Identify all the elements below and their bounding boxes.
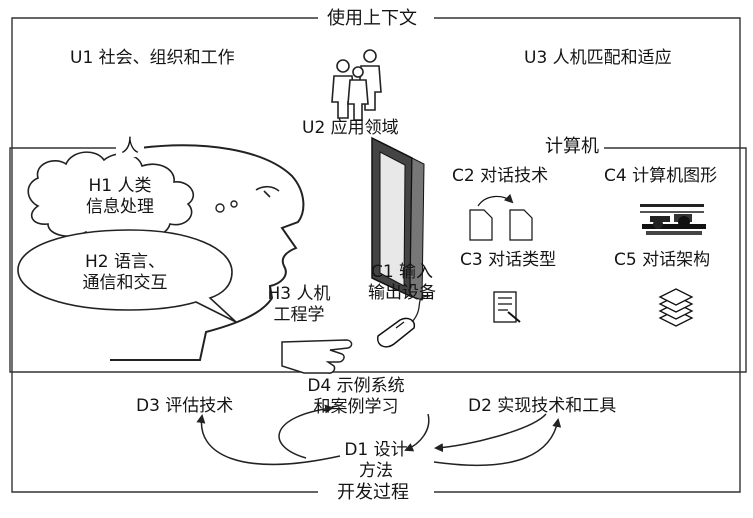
label-h3-line1: H3 人机 — [267, 284, 331, 304]
stacked-layers-icon — [658, 288, 694, 327]
label-h2-line2: 通信和交互 — [82, 273, 168, 293]
graphics-image-icon — [640, 204, 706, 235]
label-d4-line2: 和案例学习 — [313, 397, 399, 417]
label-u1: U1 社会、组织和工作 — [70, 48, 235, 68]
label-c5: C5 对话架构 — [614, 250, 711, 270]
arrow-d1-to-d2 — [433, 418, 562, 466]
inner-frame-left — [9, 147, 300, 373]
label-d3: D3 评估技术 — [136, 396, 234, 416]
label-d2: D2 实现技术和工具 — [468, 396, 617, 416]
label-h3-line2: 工程学 — [273, 305, 325, 325]
computer-title: 计算机 — [540, 136, 604, 157]
label-d4: D4 示例系统 和案例学习 — [296, 376, 416, 418]
label-d1: D1 设计 方法 — [332, 440, 420, 482]
label-h2-line1: H2 语言、 — [84, 252, 165, 272]
label-c1-line1: C1 输入 — [370, 262, 434, 282]
label-h1-line1: H1 人类 — [88, 176, 152, 196]
people-group-icon — [331, 49, 382, 121]
label-d1-line2: 方法 — [359, 461, 393, 481]
label-h1-line2: 信息处理 — [86, 197, 154, 217]
label-c1: C1 输入 输出设备 — [354, 262, 450, 304]
outer-frame — [11, 17, 318, 493]
label-h3: H3 人机 工程学 — [258, 284, 340, 326]
label-u2: U2 应用领域 — [302, 118, 399, 138]
label-h1: H1 人类 信息处理 — [60, 176, 180, 218]
hand-icon — [281, 339, 353, 374]
speech-bubble — [17, 229, 237, 323]
label-c1-line2: 输出设备 — [368, 283, 436, 303]
arrow-d4-to-d1 — [404, 413, 430, 452]
outer-frame-right — [434, 17, 741, 493]
human-eye — [255, 185, 280, 198]
mouse-icon — [377, 295, 431, 348]
label-d4-line1: D4 示例系统 — [307, 376, 405, 396]
arrow-d2-to-d1 — [434, 413, 547, 453]
form-document-icon — [493, 291, 521, 323]
document-transfer-icon — [469, 193, 533, 241]
label-c2: C2 对话技术 — [452, 166, 549, 186]
label-h2: H2 语言、 通信和交互 — [50, 252, 200, 294]
inner-frame-right — [300, 147, 747, 373]
human-title: 人 — [116, 136, 144, 157]
context-of-use-title: 使用上下文 — [322, 8, 422, 29]
monitor-icon — [371, 136, 425, 301]
arrow-d3-to-d1 — [196, 414, 341, 466]
arrow-d1-to-d4 — [278, 404, 334, 459]
label-d1-line1: D1 设计 — [344, 440, 408, 460]
label-c3: C3 对话类型 — [460, 250, 557, 270]
label-u3: U3 人机匹配和适应 — [524, 48, 672, 68]
label-c4: C4 计算机图形 — [604, 166, 718, 186]
development-process-title: 开发过程 — [332, 482, 414, 503]
human-head-profile — [110, 144, 305, 361]
